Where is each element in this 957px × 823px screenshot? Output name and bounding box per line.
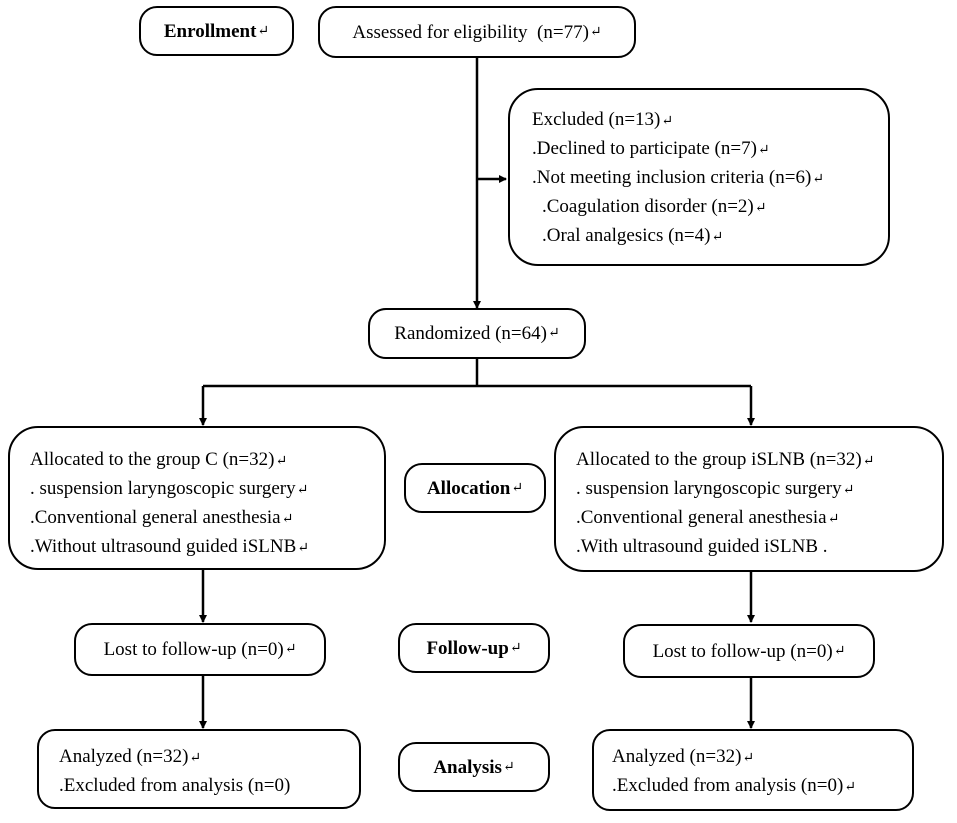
group-islnb-box: Allocated to the group iSLNB (n=32)↵ . s…	[554, 426, 944, 572]
analyzed-c-title-line: Analyzed (n=32)↵	[59, 746, 202, 767]
stage-enrollment: Enrollment↵	[139, 6, 294, 56]
stage-allocation: Allocation↵	[404, 463, 546, 513]
group-islnb-line3: .With ultrasound guided iSLNB .	[576, 536, 828, 557]
stage-analysis: Analysis↵	[398, 742, 550, 792]
assessed-box: Assessed for eligibility (n=77)↵	[318, 6, 636, 58]
group-c-title-line: Allocated to the group C (n=32)↵	[30, 449, 288, 470]
group-c-line2: .Conventional general anesthesia↵	[30, 507, 294, 528]
stage-followup-label: Follow-up	[426, 637, 509, 659]
excluded-declined-line: .Declined to participate (n=7)↵	[532, 138, 770, 159]
analyzed-c-box: Analyzed (n=32)↵ .Excluded from analysis…	[37, 729, 361, 809]
analyzed-c-excluded-line: .Excluded from analysis (n=0)	[59, 775, 291, 796]
group-c-line3: .Without ultrasound guided iSLNB↵	[30, 536, 310, 557]
analyzed-islnb-excluded-line: .Excluded from analysis (n=0)↵	[612, 775, 856, 796]
excluded-coagulation-line: .Coagulation disorder (n=2)↵	[542, 196, 767, 217]
group-islnb-line1: . suspension laryngoscopic surgery↵	[576, 478, 855, 499]
assessed-label: Assessed for eligibility (n=77)	[352, 21, 589, 43]
analyzed-islnb-box: Analyzed (n=32)↵ .Excluded from analysis…	[592, 729, 914, 811]
stage-allocation-label: Allocation	[426, 477, 511, 499]
group-c-line1: . suspension laryngoscopic surgery↵	[30, 478, 309, 499]
randomized-box: Randomized (n=64)↵	[368, 308, 586, 359]
randomized-label: Randomized (n=64)	[394, 323, 547, 344]
group-islnb-line2: .Conventional general anesthesia↵	[576, 507, 840, 528]
lost-c-box: Lost to follow-up (n=0)↵	[74, 623, 326, 676]
excluded-oral-line: .Oral analgesics (n=4)↵	[542, 225, 724, 246]
lost-islnb-box: Lost to follow-up (n=0)↵	[623, 624, 875, 678]
group-islnb-title-line: Allocated to the group iSLNB (n=32)↵	[576, 449, 875, 470]
lost-c-label: Lost to follow-up (n=0)	[103, 639, 284, 660]
group-c-box: Allocated to the group C (n=32)↵ . suspe…	[8, 426, 386, 570]
excluded-box: Excluded (n=13)↵ .Declined to participat…	[508, 88, 890, 266]
stage-analysis-label: Analysis	[433, 756, 502, 778]
stage-followup: Follow-up↵	[398, 623, 550, 673]
excluded-title-line: Excluded (n=13)↵	[532, 109, 674, 130]
lost-islnb-label: Lost to follow-up (n=0)	[652, 640, 833, 662]
stage-enrollment-label: Enrollment	[163, 20, 257, 42]
analyzed-islnb-title-line: Analyzed (n=32)↵	[612, 746, 755, 767]
excluded-not-meeting-line: .Not meeting inclusion criteria (n=6)↵	[532, 167, 825, 188]
